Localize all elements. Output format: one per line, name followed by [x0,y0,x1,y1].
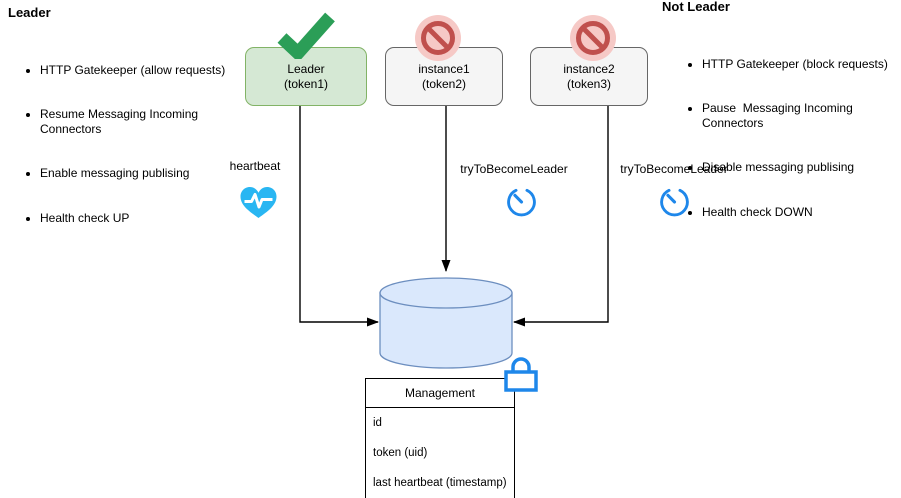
table-row: last heartbeat (timestamp) [373,477,507,489]
list-item: Enable messaging publising [40,166,244,181]
not-leader-panel-list: HTTP Gatekeeper (block requests) Pause M… [662,28,898,250]
no-entry-icon [570,15,616,61]
list-item: Health check UP [40,211,244,226]
list-item: HTTP Gatekeeper (block requests) [702,57,898,72]
list-item: Pause Messaging Incoming Connectors [702,101,898,130]
node-leader-token: (token1) [283,76,329,91]
leader-panel-list: HTTP Gatekeeper (allow requests) Resume … [8,34,244,256]
table-row: token (uid) [373,447,428,459]
lock-icon [504,357,538,392]
timer-icon [660,188,689,217]
not-leader-panel: Not Leader HTTP Gatekeeper (block reques… [662,0,898,249]
node-instance1-token: (token2) [421,76,467,91]
leader-panel: Leader HTTP Gatekeeper (allow requests) … [8,5,244,256]
database-cylinder [379,277,513,369]
no-entry-icon [415,15,461,61]
heartbeat-label: heartbeat [229,159,281,173]
arrow-leader-to-db [299,106,379,327]
management-table: Management id token (uid) last heartbeat… [365,378,515,498]
table-row: id [373,417,382,429]
heartbeat-icon [240,187,277,218]
try-to-become-leader-label: tryToBecomeLeader [620,162,728,176]
node-instance1-name: instance1 [418,61,470,76]
management-table-title: Management [366,379,514,408]
list-item: Disable messaging publising [702,160,898,175]
node-leader-name: Leader [287,61,325,76]
try-to-become-leader-label: tryToBecomeLeader [460,162,568,176]
check-icon [277,12,335,59]
list-item: HTTP Gatekeeper (allow requests) [40,63,244,78]
node-instance2-token: (token3) [566,76,612,91]
node-instance2-name: instance2 [563,61,615,76]
not-leader-panel-title: Not Leader [662,0,730,14]
list-item: Resume Messaging Incoming Connectors [40,107,244,136]
list-item: Health check DOWN [702,205,898,220]
timer-icon [507,188,536,217]
leader-panel-title: Leader [8,5,51,20]
node-leader: Leader (token1) [245,47,367,106]
